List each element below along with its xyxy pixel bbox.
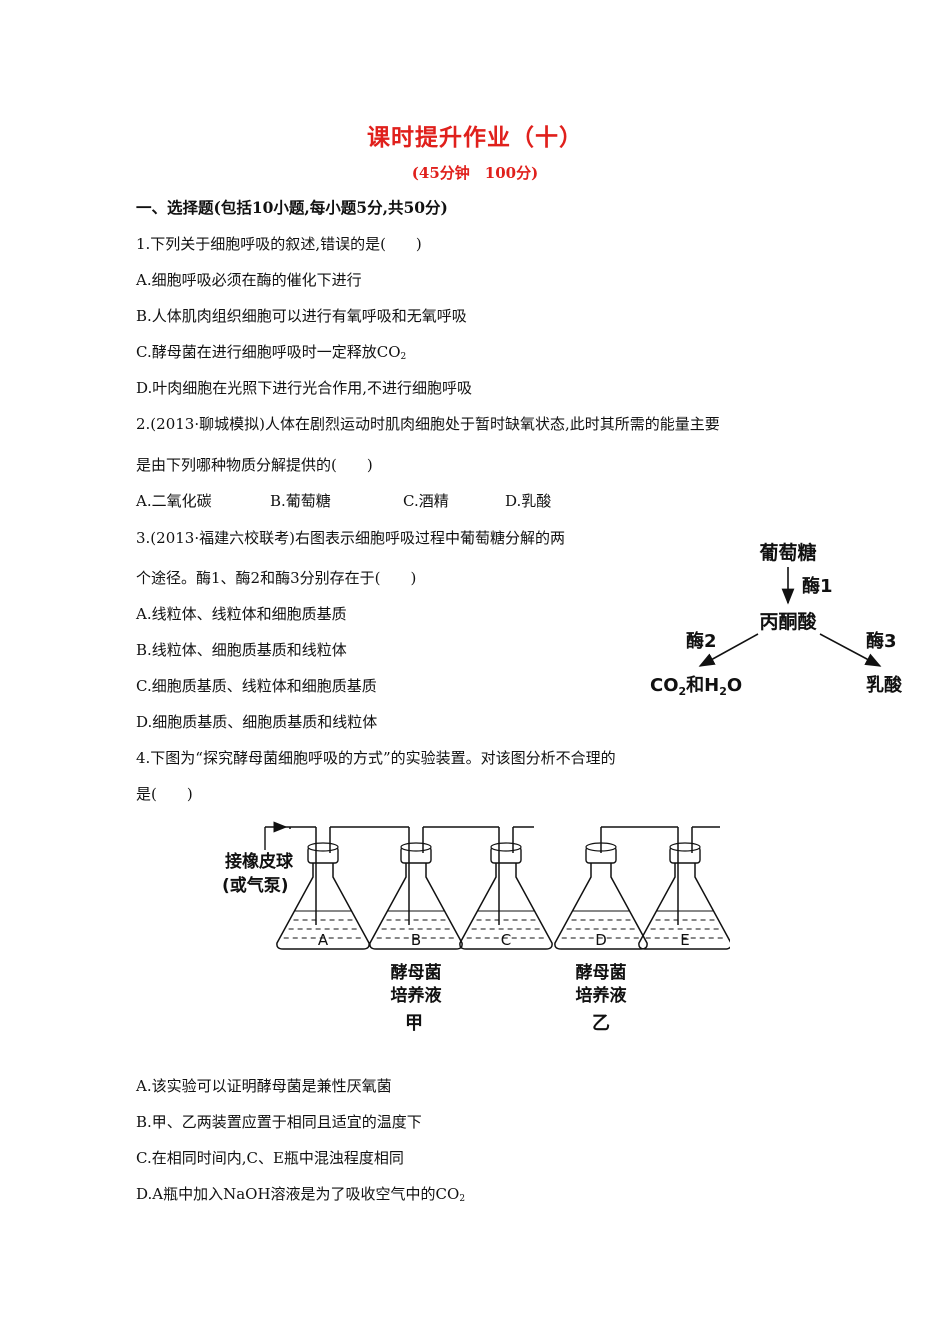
q3-option-d: D.细胞质基质、细胞质基质和线粒体 (136, 713, 378, 731)
flask-c-body (459, 863, 553, 950)
lactic-acid-label: 乳酸 (866, 674, 903, 696)
group-label-yi: 乙 (592, 1013, 610, 1034)
q4-stem-line1: 4.下图为“探究酵母菌细胞呼吸的方式”的实验装置。对该图分析不合理的 (136, 749, 616, 767)
flask-a-label: A (318, 931, 329, 949)
pyruvate-label: 丙酮酸 (759, 610, 817, 633)
flask-e-stopper-top (669, 842, 701, 852)
flask-a-stopper-top (307, 842, 339, 852)
arrow-enzyme2 (698, 633, 759, 667)
enzyme1-label: 酶1 (802, 575, 833, 597)
flask-c-label: C (501, 931, 511, 949)
flask-e-body (638, 863, 730, 950)
pump-label-line1: 接橡皮球 (225, 851, 294, 872)
page-title: 课时提升作业（十） (367, 124, 583, 151)
q4-option-d: D.A瓶中加入NaOH溶液是为了吸收空气中的CO2 (136, 1185, 466, 1204)
section-heading: 一、选择题(包括10小题,每小题5分,共50分) (136, 198, 448, 217)
flask-b-body (369, 863, 463, 950)
q2-option-c: C.酒精 (403, 492, 449, 510)
q1-option-c: C.酵母菌在进行细胞呼吸时一定释放CO2 (136, 343, 407, 362)
flask-e-label: E (680, 931, 689, 949)
arrow-enzyme3 (819, 633, 882, 667)
q2-option-d: D.乳酸 (505, 492, 552, 510)
glucose-label: 葡萄糖 (759, 541, 816, 564)
culture-label-yi-2: 培养液 (576, 985, 627, 1006)
q2-stem-line1: 2.(2013·聊城模拟)人体在剧烈运动时肌肉细胞处于暂时缺氧状态,此时其所需的… (136, 415, 720, 433)
q3-option-c: C.细胞质基质、线粒体和细胞质基质 (136, 677, 377, 695)
q4-option-a: A.该实验可以证明酵母菌是兼性厌氧菌 (136, 1077, 392, 1095)
flask-group: A B C D E (276, 826, 730, 950)
q1-option-d: D.叶肉细胞在光照下进行光合作用,不进行细胞呼吸 (136, 379, 473, 397)
page-subtitle: (45分钟 100分) (411, 164, 539, 182)
q1-stem: 1.下列关于细胞呼吸的叙述,错误的是( ) (136, 235, 422, 253)
enzyme2-label: 酶2 (686, 630, 717, 652)
q2-option-a: A.二氧化碳 (136, 492, 212, 510)
q4-option-c: C.在相同时间内,C、E瓶中混浊程度相同 (136, 1149, 404, 1167)
glucose-pathway-diagram: 葡萄糖 酶1 丙酮酸 酶2 酶3 CO2和H2O 乳酸 (650, 541, 903, 698)
q1-option-b: B.人体肌肉组织细胞可以进行有氧呼吸和无氧呼吸 (136, 307, 467, 325)
flask-a-body (276, 863, 370, 950)
q4-option-b: B.甲、乙两装置应置于相同且适宜的温度下 (136, 1113, 422, 1131)
flask-d-label: D (595, 931, 607, 949)
q3-option-a: A.线粒体、线粒体和细胞质基质 (136, 605, 347, 623)
flask-c-stopper-top (490, 842, 522, 852)
culture-label-jia-1: 酵母菌 (391, 962, 442, 983)
pump-label-line2: (或气泵) (222, 875, 289, 896)
yeast-respiration-apparatus: A B C D E 接橡皮球 (或气泵) 酵母菌 培养液 甲 酵母菌 培养液 乙 (222, 821, 730, 1034)
co2-water-label: CO2和H2O (650, 675, 742, 698)
q2-option-b: B.葡萄糖 (270, 492, 331, 510)
q1-option-a: A.细胞呼吸必须在酶的催化下进行 (136, 271, 362, 289)
flask-d-body (554, 863, 648, 950)
flask-b-stopper-top (400, 842, 432, 852)
q3-stem-line1: 3.(2013·福建六校联考)右图表示细胞呼吸过程中葡萄糖分解的两 (136, 529, 565, 547)
q4-stem-line2: 是( ) (136, 785, 193, 803)
enzyme3-label: 酶3 (866, 630, 897, 652)
q3-stem-line2: 个途径。酶1、酶2和酶3分别存在于( ) (136, 569, 417, 587)
culture-label-yi-1: 酵母菌 (576, 962, 627, 983)
culture-label-jia-2: 培养液 (391, 985, 442, 1006)
q2-stem-line2: 是由下列哪种物质分解提供的( ) (136, 456, 373, 474)
flask-b-label: B (411, 931, 421, 949)
q3-option-b: B.线粒体、细胞质基质和线粒体 (136, 641, 347, 659)
group-label-jia: 甲 (405, 1013, 423, 1034)
